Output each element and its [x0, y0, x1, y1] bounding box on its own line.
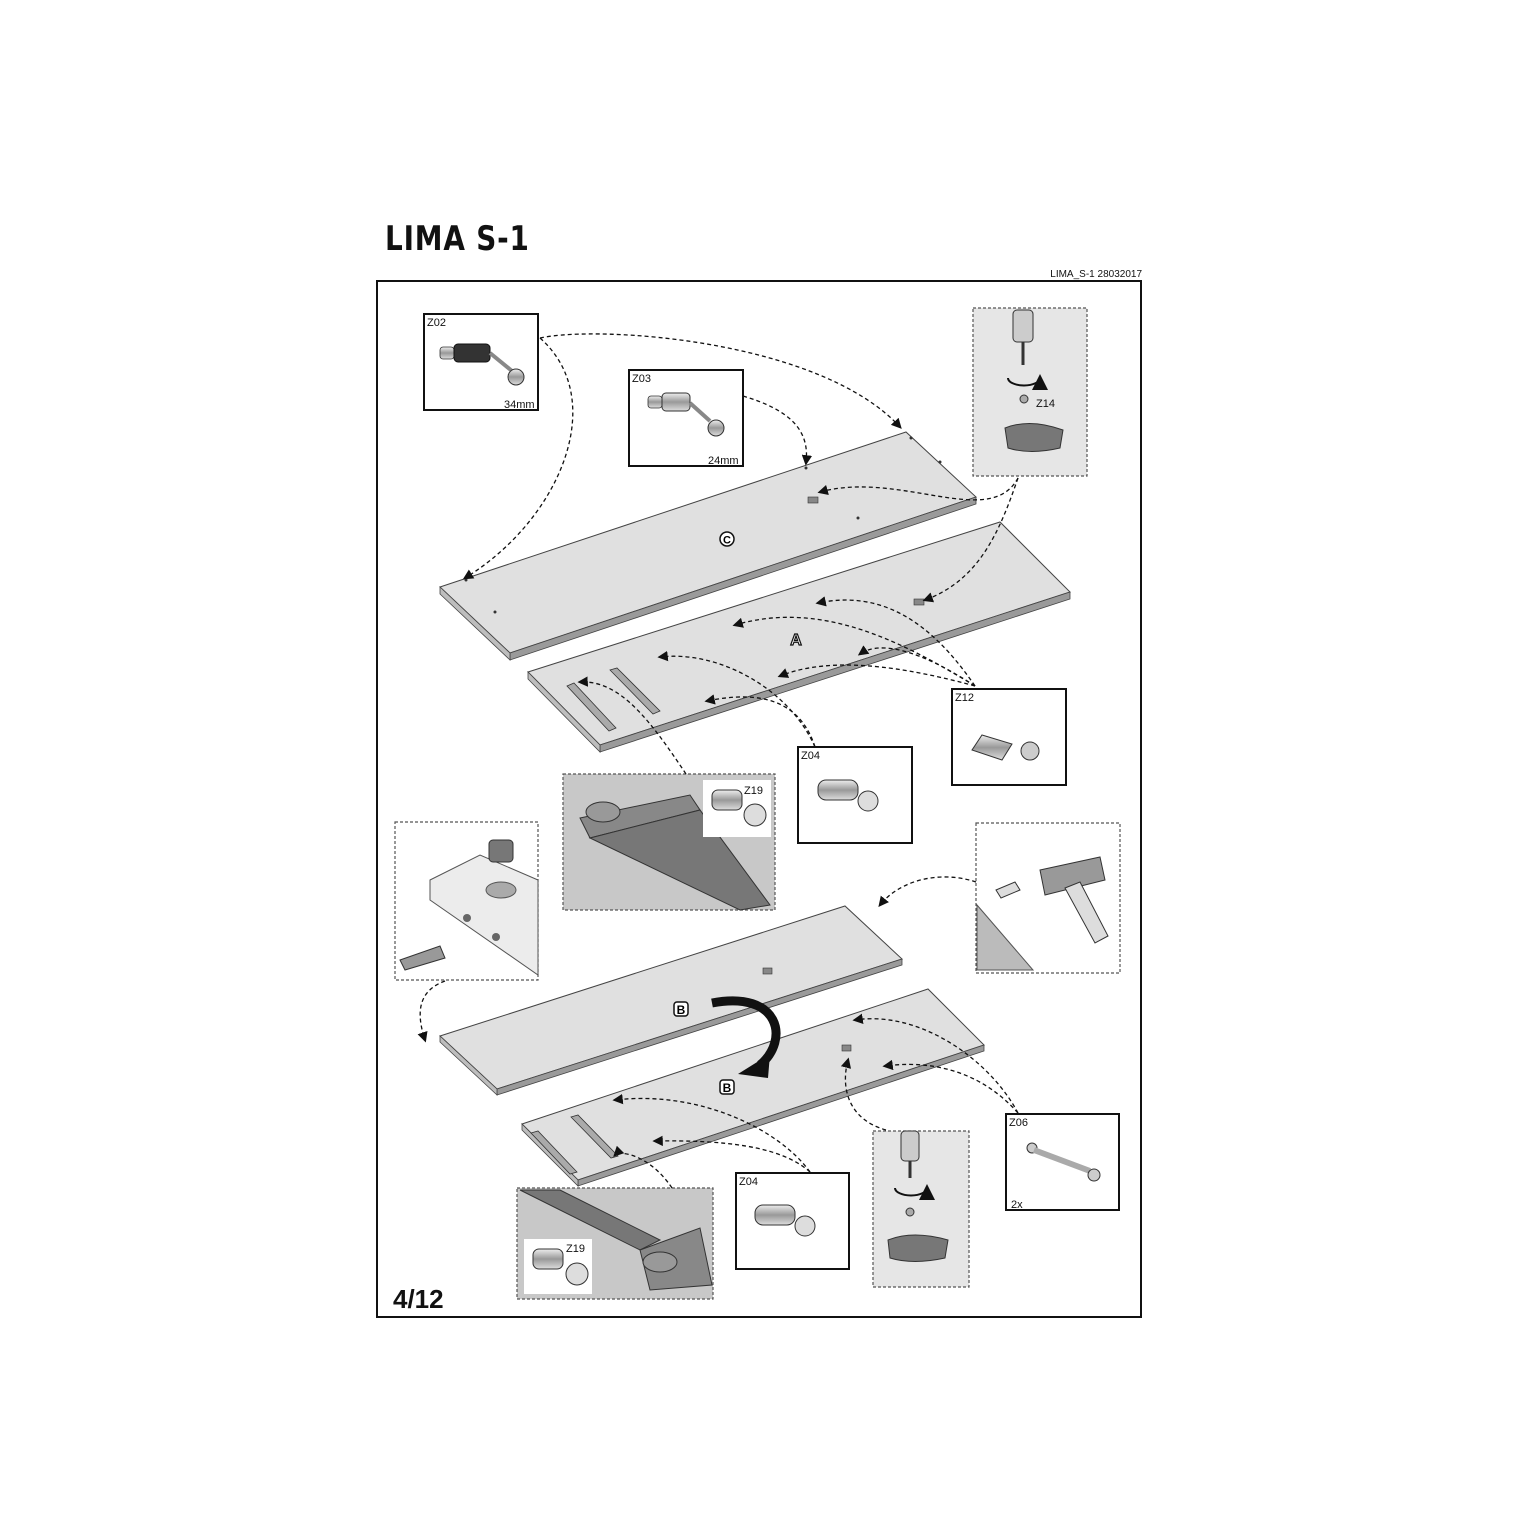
panel-c-label: C [723, 535, 731, 547]
z14-screwdriver-icon [1004, 309, 1064, 452]
z02-code: Z02 [427, 317, 446, 329]
z19-bottom-bracket-icon [519, 1189, 713, 1294]
z12-dowel-icon [971, 734, 1040, 761]
z06-code: Z06 [1009, 1117, 1028, 1129]
z03-code: Z03 [632, 373, 651, 385]
z04-top-plug-icon [817, 779, 879, 812]
panel-a-label: A [790, 632, 802, 649]
z19-top-bracket-icon [579, 780, 771, 911]
z03-cam-bolt-icon [647, 392, 725, 437]
z03-box [628, 369, 744, 467]
z12-box [951, 688, 1067, 786]
cam-detail-illustration [399, 839, 539, 976]
z19-top-code: Z19 [744, 785, 763, 797]
z02-cam-bolt-icon [439, 343, 525, 386]
instruction-frame [376, 280, 1142, 1318]
z03-size: 24mm [708, 455, 739, 467]
panel-b-bottom-label: B [723, 1081, 732, 1095]
z04-bottom-box [735, 1172, 850, 1270]
z12-code: Z12 [955, 692, 974, 704]
product-title: LIMA S-1 [385, 219, 530, 259]
z19-bottom-code: Z19 [566, 1243, 585, 1255]
leader-arrows [417, 333, 1019, 1189]
z02-size: 34mm [504, 399, 535, 411]
z04-bottom-plug-icon [754, 1204, 816, 1237]
z14-bottom-screwdriver-icon [887, 1130, 949, 1262]
hammer-icon [976, 856, 1109, 971]
z06-cam-bolt-icon [1026, 1142, 1101, 1182]
z06-quantity: 2x [1011, 1199, 1023, 1211]
page-number: 4/12 [393, 1284, 444, 1314]
hammer-detail-box [975, 822, 1121, 974]
z04-bottom-code: Z04 [739, 1176, 758, 1188]
panel-b-top [439, 905, 903, 1096]
z14-code: Z14 [1036, 398, 1055, 410]
panel-a [527, 521, 1071, 753]
document-reference: LIMA_S-1 28032017 [1050, 269, 1142, 280]
z04-top-code: Z04 [801, 750, 820, 762]
panel-b-top-label: B [677, 1003, 686, 1017]
panel-b-bottom [521, 988, 985, 1187]
z14-bottom-box [872, 1130, 970, 1288]
